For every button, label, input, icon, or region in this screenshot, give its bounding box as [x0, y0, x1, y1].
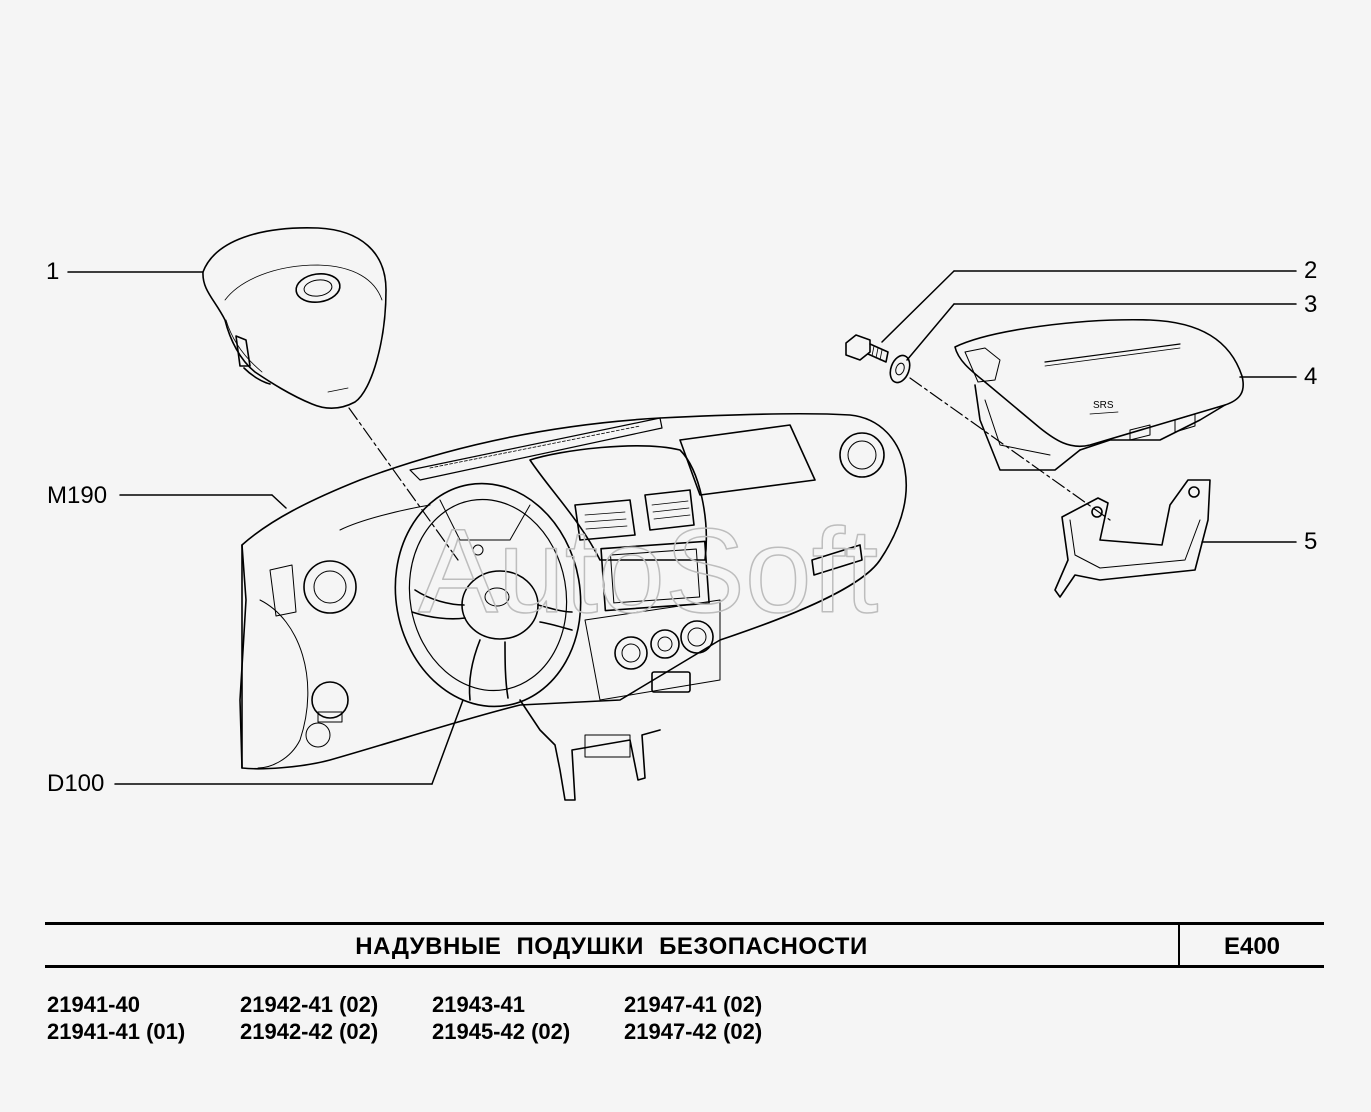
- svg-text:SRS: SRS: [1093, 400, 1114, 411]
- dashboard-panel: [239, 412, 908, 801]
- washer-part: [889, 354, 911, 384]
- driver-airbag: [202, 227, 387, 410]
- section-code: E400: [1223, 933, 1281, 960]
- model-code: 21941-40: [47, 992, 140, 1017]
- callout-d100: D100: [47, 770, 105, 797]
- callout-1: 1: [46, 258, 60, 285]
- bolt-part: [845, 334, 889, 363]
- callout-m190: M190: [47, 482, 108, 509]
- model-code: 21945-42 (02): [432, 1019, 571, 1044]
- callout-3: 3: [1304, 291, 1318, 318]
- section-title: НАДУВНЫЕ ПОДУШКИ БЕЗОПАСНОСТИ: [355, 933, 868, 960]
- watermark-text: AutoSoft: [418, 504, 878, 638]
- leader-lines: [67, 270, 1297, 785]
- passenger-airbag-module: SRS: [954, 318, 1244, 471]
- assembly-axes: [348, 377, 1111, 561]
- callout-4: 4: [1304, 363, 1318, 390]
- model-code: 21947-42 (02): [624, 1019, 763, 1044]
- airbag-bracket: [1054, 479, 1211, 598]
- model-code: 21941-41 (01): [47, 1019, 186, 1044]
- title-divider: [1178, 925, 1180, 965]
- model-code: 21947-41 (02): [624, 992, 763, 1017]
- callout-2: 2: [1304, 257, 1318, 284]
- model-code: 21942-41 (02): [240, 992, 379, 1017]
- airbag-exploded-view: SRS: [67, 227, 1297, 801]
- callout-5: 5: [1304, 528, 1318, 555]
- model-code: 21942-42 (02): [240, 1019, 379, 1044]
- model-code: 21943-41: [432, 992, 525, 1017]
- steering-wheel: [394, 482, 582, 708]
- title-block: НАДУВНЫЕ ПОДУШКИ БЕЗОПАСНОСТИ E400: [45, 922, 1324, 968]
